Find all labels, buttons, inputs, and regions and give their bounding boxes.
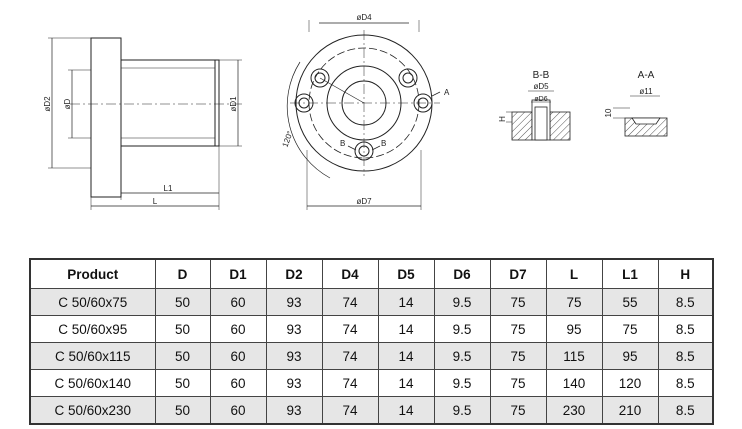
header-d4: D4: [321, 258, 379, 289]
cell: 93: [265, 288, 323, 316]
label-b-right: B: [381, 139, 386, 148]
cell: 93: [265, 369, 323, 397]
label-l1: L1: [164, 184, 173, 193]
cell: 93: [265, 396, 323, 425]
cell-product: C 50/60x140: [29, 369, 156, 397]
header-l1: L1: [601, 258, 659, 289]
header-d: D: [154, 258, 211, 289]
cell: 93: [265, 342, 323, 370]
cell: 9.5: [433, 396, 491, 425]
header-d7: D7: [489, 258, 547, 289]
cell: 74: [321, 342, 379, 370]
section-bb-title: B-B: [533, 70, 550, 81]
label-l: L: [153, 197, 158, 206]
cell: 60: [209, 315, 267, 343]
cell: 55: [601, 288, 659, 316]
cell: 75: [489, 396, 547, 425]
label-h: H: [498, 116, 507, 122]
cell-product: C 50/60x95: [29, 315, 156, 343]
cell: 50: [154, 369, 211, 397]
cell: 60: [209, 369, 267, 397]
cell: 60: [209, 396, 267, 425]
cell: 75: [489, 288, 547, 316]
label-d11: ø11: [639, 87, 653, 96]
specification-table: Product D D1 D2 D4 D5 D6 D7 L L1 H C 50/…: [29, 258, 714, 425]
cell: 75: [489, 315, 547, 343]
cell: 9.5: [433, 315, 491, 343]
header-product: Product: [29, 258, 156, 289]
label-d6: øD6: [534, 96, 547, 103]
cell: 115: [545, 342, 603, 370]
cell: 8.5: [657, 315, 714, 343]
cell-product: C 50/60x230: [29, 396, 156, 425]
header-d1: D1: [209, 258, 267, 289]
label-d2: øD2: [43, 96, 52, 112]
cell-product: C 50/60x75: [29, 288, 156, 316]
cell: 75: [489, 369, 547, 397]
header-d6: D6: [433, 258, 491, 289]
table-row: C 50/60x95 50 60 93 74 14 9.5 75 95 75 8…: [29, 315, 714, 343]
header-d2: D2: [265, 258, 323, 289]
cell: 9.5: [433, 342, 491, 370]
cell: 14: [377, 396, 435, 425]
cell: 14: [377, 288, 435, 316]
cell: 95: [545, 315, 603, 343]
cell: 60: [209, 288, 267, 316]
cell: 74: [321, 288, 379, 316]
cell: 14: [377, 342, 435, 370]
section-bb: [506, 90, 571, 141]
table-row: C 50/60x230 50 60 93 74 14 9.5 75 230 21…: [29, 396, 714, 425]
label-120-deg: 120°: [281, 130, 295, 149]
cell: 14: [377, 315, 435, 343]
cell: 9.5: [433, 288, 491, 316]
cell: 75: [601, 315, 659, 343]
header-d5: D5: [377, 258, 435, 289]
cell: 8.5: [657, 369, 714, 397]
table-row: C 50/60x115 50 60 93 74 14 9.5 75 115 95…: [29, 342, 714, 370]
cell: 75: [545, 288, 603, 316]
cell: 93: [265, 315, 323, 343]
cell: 50: [154, 342, 211, 370]
label-d5: øD5: [533, 82, 549, 91]
header-l: L: [545, 258, 603, 289]
technical-drawing: øD2 øD øD1 L1 L øD4 øD7 120° A B: [43, 13, 668, 210]
table-row: C 50/60x75 50 60 93 74 14 9.5 75 75 55 8…: [29, 288, 714, 316]
cell: 140: [545, 369, 603, 397]
cell: 50: [154, 396, 211, 425]
table-header-row: Product D D1 D2 D4 D5 D6 D7 L L1 H: [29, 258, 714, 289]
cell: 95: [601, 342, 659, 370]
label-a: A: [444, 88, 450, 97]
label-d4: øD4: [356, 13, 372, 22]
cell: 50: [154, 288, 211, 316]
cell: 120: [601, 369, 659, 397]
table-row: C 50/60x140 50 60 93 74 14 9.5 75 140 12…: [29, 369, 714, 397]
cell: 60: [209, 342, 267, 370]
cell: 8.5: [657, 342, 714, 370]
header-h: H: [657, 258, 714, 289]
label-d1: øD1: [229, 96, 238, 112]
label-d7: øD7: [356, 197, 372, 206]
cell: 74: [321, 396, 379, 425]
cell-product: C 50/60x115: [29, 342, 156, 370]
cell: 75: [489, 342, 547, 370]
cell: 50: [154, 315, 211, 343]
side-view: [48, 37, 245, 210]
label-b-left: B: [340, 139, 345, 148]
front-view: [286, 20, 441, 210]
cell: 230: [545, 396, 603, 425]
section-aa-title: A-A: [638, 70, 655, 81]
cell: 8.5: [657, 396, 714, 425]
cell: 74: [321, 315, 379, 343]
label-10: 10: [604, 108, 613, 117]
cell: 74: [321, 369, 379, 397]
cell: 14: [377, 369, 435, 397]
cell: 9.5: [433, 369, 491, 397]
section-aa: [613, 95, 668, 137]
cell: 210: [601, 396, 659, 425]
label-d: øD: [63, 98, 72, 109]
cell: 8.5: [657, 288, 714, 316]
